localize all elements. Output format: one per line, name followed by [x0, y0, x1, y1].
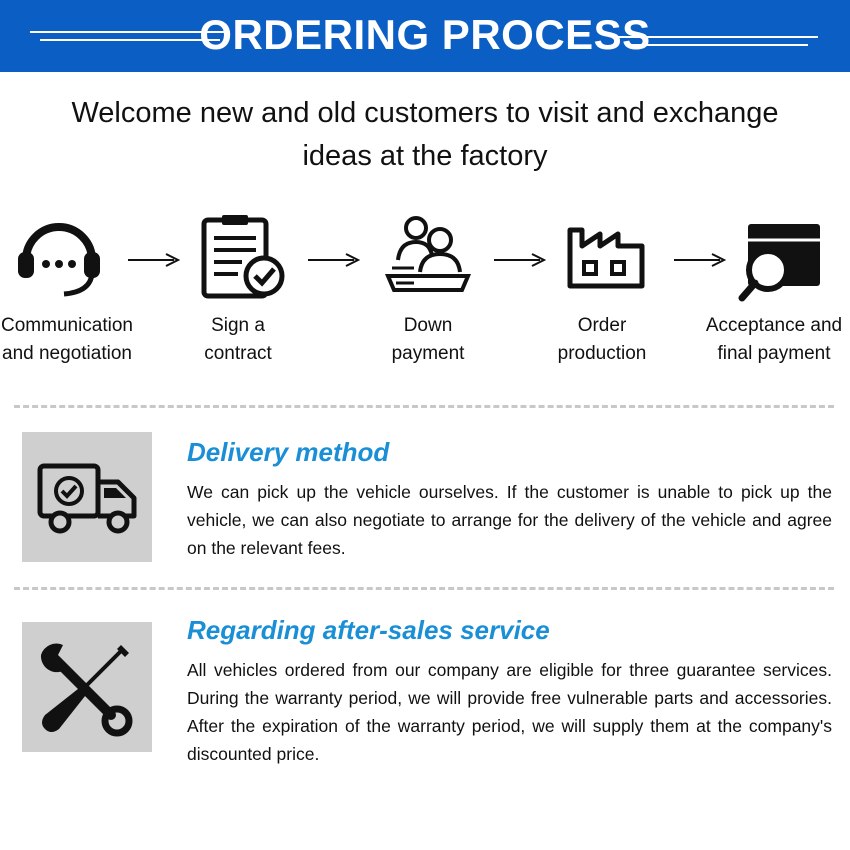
factory-icon	[567, 227, 645, 289]
step-label-line-2: payment	[391, 343, 465, 364]
step-label-communication: Communication and negotiation	[0, 312, 134, 368]
welcome-line-1: Welcome new and old customers to visit a…	[71, 97, 779, 129]
step-label-line-1: Down	[403, 315, 453, 336]
header-line-right-top	[618, 36, 818, 38]
delivery-truck-icon	[37, 463, 137, 534]
dashed-divider	[14, 405, 834, 408]
step-label-order-production: Order production	[542, 312, 662, 368]
welcome-line-2: ideas at the factory	[302, 140, 548, 172]
delivery-icon-box	[22, 432, 152, 562]
step-label-line-1: Order	[577, 315, 627, 336]
wrench-screwdriver-icon	[40, 643, 133, 737]
step-label-line-1: Sign a	[211, 315, 265, 336]
step-label-line-2: production	[557, 343, 647, 364]
header-banner: ORDERING PROCESS	[0, 0, 850, 72]
contract-icon	[201, 215, 285, 299]
after-sales-icon-box	[22, 622, 152, 752]
after-sales-title: Regarding after-sales service	[187, 615, 550, 645]
box-inspect-icon	[738, 224, 820, 302]
delivery-method-title: Delivery method	[187, 437, 390, 467]
arrow-right-icon	[494, 253, 546, 267]
arrow-right-icon	[128, 253, 180, 267]
headset-icon	[18, 223, 100, 297]
handshake-payment-icon	[384, 216, 472, 292]
header-line-left-bottom	[40, 39, 220, 41]
after-sales-body: All vehicles ordered from our company ar…	[187, 660, 832, 764]
arrow-right-icon	[674, 253, 726, 267]
delivery-method-body: We can pick up the vehicle ourselves. If…	[187, 482, 832, 558]
step-label-down-payment: Down payment	[368, 312, 488, 368]
step-label-line-2: contract	[204, 343, 272, 364]
step-label-line-2: and negotiation	[2, 343, 132, 364]
header-line-left-top	[30, 31, 230, 33]
step-label-sign-contract: Sign a contract	[178, 312, 298, 368]
step-label-acceptance: Acceptance and final payment	[698, 312, 850, 368]
arrow-right-icon	[308, 253, 360, 267]
step-label-line-1: Acceptance and	[705, 315, 843, 336]
step-label-line-1: Communication	[1, 315, 133, 336]
welcome-text: Welcome new and old customers to visit a…	[40, 92, 810, 178]
header-line-right-bottom	[628, 44, 808, 46]
page-title: ORDERING PROCESS	[199, 11, 651, 58]
step-label-line-2: final payment	[717, 343, 831, 364]
dashed-divider	[14, 587, 834, 590]
